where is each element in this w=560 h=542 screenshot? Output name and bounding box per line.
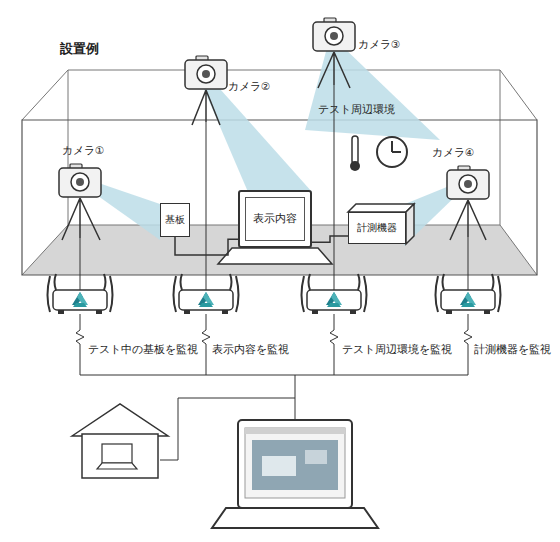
camera-unit: カメラ④ [446, 166, 490, 200]
router-icon [302, 274, 367, 314]
node-label: 表示内容 [253, 212, 297, 226]
camera-label: カメラ① [62, 144, 104, 158]
thermometer-bulb [350, 161, 360, 171]
camera-housing [447, 170, 489, 199]
camera-unit: カメラ① [58, 164, 102, 198]
camera-housing [185, 60, 227, 89]
monitor-label: 計測機器を監視 [474, 343, 551, 357]
camera-body [58, 164, 102, 198]
router-icon [174, 274, 239, 314]
camera-unit: カメラ③ [312, 18, 356, 52]
monitor-camera-image [252, 440, 338, 490]
diagram-title: 設置例 [60, 40, 99, 58]
camera-housing [313, 22, 355, 51]
tripod [62, 198, 100, 240]
monitor-image-detail [262, 456, 296, 476]
camera-view-beam [200, 80, 312, 192]
camera-body [184, 56, 228, 90]
room-edges [22, 70, 537, 275]
node-label: 基板 [165, 213, 185, 227]
tripod [318, 52, 350, 88]
camera-cable [80, 85, 468, 290]
clock-hands [392, 141, 401, 152]
monitor-label: テスト周辺環境を監視 [342, 343, 452, 357]
room-front-frame [22, 120, 537, 275]
camera-label: カメラ② [228, 80, 270, 94]
camera-lens [197, 65, 215, 83]
home-laptop-base [97, 463, 137, 469]
monitor-laptop-screen [238, 420, 352, 508]
circuit-board: 基板 [160, 203, 190, 237]
house-roof [72, 404, 168, 436]
cable-connector [312, 236, 348, 242]
house-wall [82, 434, 158, 478]
camera-lens [71, 173, 89, 191]
router-icon [48, 274, 113, 314]
thermometer [352, 136, 358, 164]
screen-display-area: 表示内容 [245, 197, 305, 241]
camera-label: カメラ④ [432, 146, 474, 160]
monitor-label: 表示内容を監視 [212, 343, 289, 357]
camera-body [312, 18, 356, 52]
monitor-laptop-base [212, 508, 378, 528]
camera-lens-core [330, 32, 338, 40]
camera-view-beam [305, 44, 440, 140]
tripod [450, 200, 486, 240]
monitor-window-bar [245, 428, 345, 434]
camera-unit: カメラ② [184, 56, 228, 90]
home-laptop-screen [102, 444, 132, 463]
camera-lens-core [464, 180, 472, 188]
node-label: 計測機器 [357, 221, 397, 235]
camera-lens [459, 175, 477, 193]
camera-lens-core [202, 70, 210, 78]
device-top-face [348, 204, 414, 212]
camera-lens [325, 27, 343, 45]
camera-body [446, 166, 490, 200]
clock [377, 137, 407, 167]
display-screen: 表示内容 [238, 190, 312, 248]
camera-label: カメラ③ [358, 38, 400, 52]
measuring-device: 計測機器 [348, 212, 406, 244]
router-icon [436, 274, 501, 314]
camera-lens-core [76, 178, 84, 186]
monitor-label: テスト中の基板を監視 [88, 343, 198, 357]
monitor-window [245, 428, 345, 498]
cable-connector [175, 237, 238, 255]
camera-housing [59, 168, 101, 197]
device-side-face [406, 204, 414, 244]
tripod [192, 90, 220, 125]
laptop-base [218, 248, 332, 264]
area-label: テスト周辺環境 [318, 103, 395, 117]
monitor-image-detail [305, 450, 327, 464]
